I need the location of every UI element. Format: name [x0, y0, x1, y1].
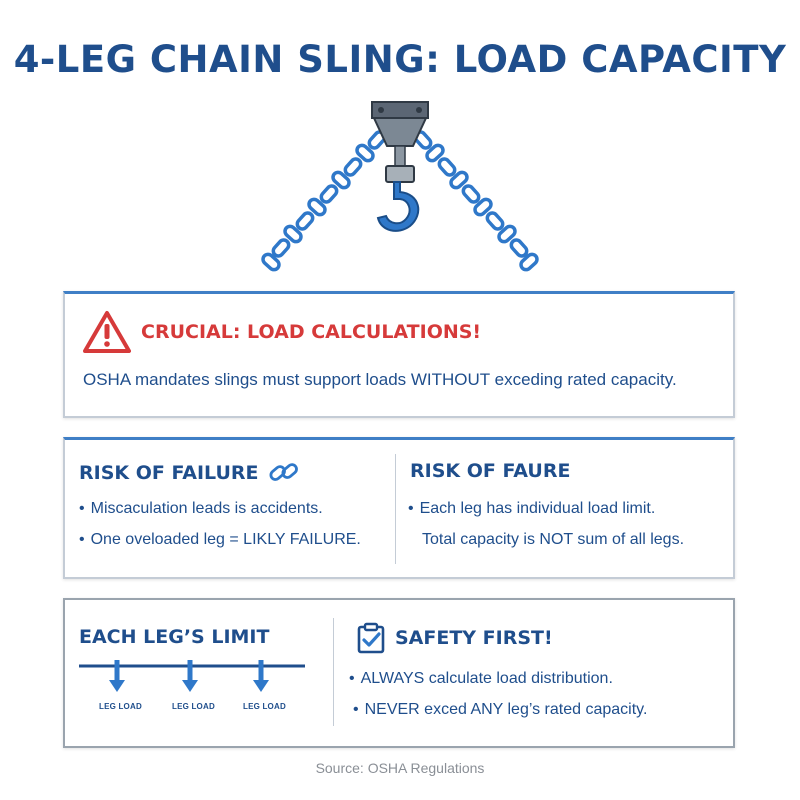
- risk-panel: RISK OF FAILURE •Miscaculation leads is …: [63, 437, 735, 579]
- right-chain: [411, 128, 541, 274]
- source-note: Source: OSHA Regulations: [315, 760, 485, 776]
- crane-hook-icon: [376, 181, 420, 232]
- leg-load-label: LEG LOAD: [172, 702, 215, 711]
- risk-right-list: •Each leg has individual load limit. Tot…: [408, 496, 684, 552]
- risk-left-heading-text: RISK OF FAILURE: [79, 462, 259, 484]
- risk-right-column: RISK OF FAURE •Each leg has individual l…: [395, 454, 736, 564]
- leg-limit-heading: EACH LEG’S LIMIT: [79, 626, 270, 648]
- leg-limit-panel: EACH LEG’S LIMIT LEG LOAD LEG LOAD LEG L…: [63, 598, 735, 748]
- down-arrow-icon: [109, 660, 125, 692]
- down-arrow-icon: [253, 660, 269, 692]
- safety-heading: SAFETY FIRST!: [355, 622, 553, 654]
- list-item: •Miscaculation leads is accidents.: [79, 500, 323, 517]
- warning-triangle-icon: [83, 311, 131, 353]
- broken-chain-icon: [269, 463, 298, 481]
- list-item: •ALWAYS calculate load distribution.: [349, 670, 613, 687]
- list-item: •Each leg has individual load limit.: [408, 500, 656, 517]
- warning-text: OSHA mandates slings must support loads …: [83, 370, 677, 389]
- warning-heading-row: CRUCIAL: LOAD CALCULATIONS!: [83, 310, 481, 354]
- left-chain: [259, 128, 389, 274]
- list-item: •One oveloaded leg = LIKLY FAILURE.: [79, 531, 361, 548]
- panel-divider: [333, 618, 334, 726]
- clipboard-check-icon: [357, 622, 385, 654]
- warning-panel: CRUCIAL: LOAD CALCULATIONS! OSHA mandate…: [63, 291, 735, 418]
- chain-sling-illustration: [259, 101, 541, 274]
- leg-load-label: LEG LOAD: [243, 702, 286, 711]
- down-arrow-icon: [182, 660, 198, 692]
- risk-left-list: •Miscaculation leads is accidents. •One …: [79, 496, 361, 552]
- leg-load-label: LEG LOAD: [99, 702, 142, 711]
- list-item: Total capacity is NOT sum of all legs.: [422, 531, 685, 548]
- safety-heading-text: SAFETY FIRST!: [395, 627, 553, 649]
- list-item: •NEVER exced ANY leg’s rated capacity.: [353, 701, 648, 718]
- risk-left-column: RISK OF FAILURE •Miscaculation leads is …: [65, 440, 395, 577]
- risk-left-heading: RISK OF FAILURE: [79, 460, 301, 486]
- leg-load-diagram: [79, 660, 305, 692]
- page-title: 4-LEG CHAIN SLING: LOAD CAPACITY: [13, 38, 787, 81]
- risk-right-heading: RISK OF FAURE: [410, 460, 571, 482]
- warning-heading: CRUCIAL: LOAD CALCULATIONS!: [141, 321, 482, 343]
- safety-list: •ALWAYS calculate load distribution. •NE…: [349, 666, 647, 722]
